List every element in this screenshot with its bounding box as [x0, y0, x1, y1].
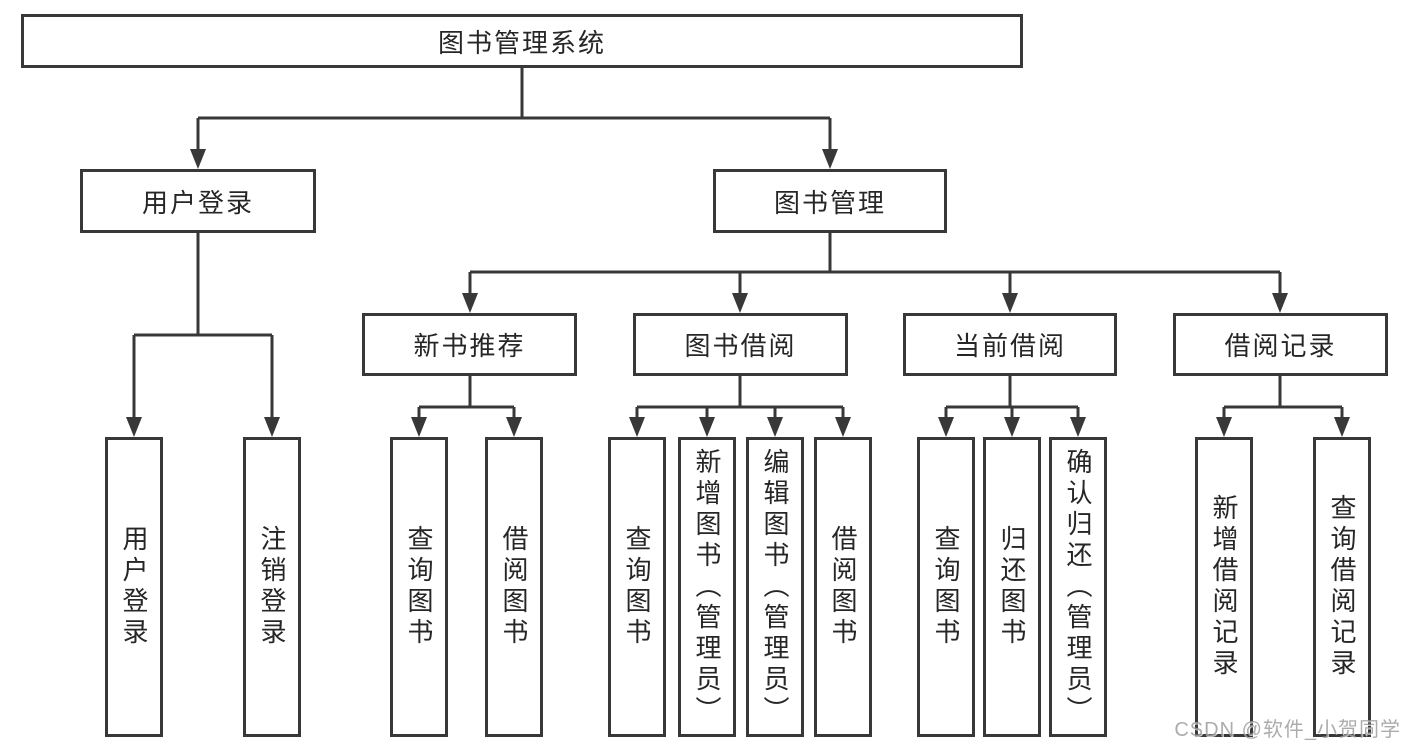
- arrowhead: [126, 417, 142, 437]
- arrowhead: [1004, 417, 1020, 437]
- leaf-borrow-borrow-books: 借阅图书: [814, 437, 872, 737]
- arrowhead: [1002, 293, 1018, 313]
- node-new-book-recommendation: 新书推荐: [362, 313, 577, 376]
- leaf-current-confirm-return-admin: 确认归还（管理员）: [1049, 437, 1107, 737]
- node-user-login: 用户登录: [80, 169, 316, 233]
- connector-path: [132, 68, 1344, 421]
- arrowhead: [506, 417, 522, 437]
- node-current-borrowing: 当前借阅: [903, 313, 1117, 376]
- arrowhead: [1070, 417, 1086, 437]
- leaf-record-query-borrow-record: 查询借阅记录: [1313, 437, 1371, 737]
- leaf-current-return-books: 归还图书: [983, 437, 1041, 737]
- leaf-rec-borrow-books: 借阅图书: [485, 437, 543, 737]
- arrowhead: [411, 417, 427, 437]
- arrowhead: [629, 417, 645, 437]
- leaf-logout: 注销登录: [243, 437, 301, 737]
- leaf-record-add-borrow-record: 新增借阅记录: [1195, 437, 1253, 737]
- leaf-current-query-books: 查询图书: [917, 437, 975, 737]
- node-book-borrowing: 图书借阅: [633, 313, 848, 376]
- arrowhead: [699, 417, 715, 437]
- arrowhead: [190, 149, 206, 169]
- arrowhead: [1334, 417, 1350, 437]
- arrowhead: [264, 417, 280, 437]
- csdn-watermark: CSDN @软件_小贺同学: [1174, 719, 1401, 741]
- arrowhead: [822, 149, 838, 169]
- arrowhead: [1216, 417, 1232, 437]
- node-book-management: 图书管理: [713, 169, 947, 233]
- leaf-user-login: 用户登录: [105, 437, 163, 737]
- leaf-rec-query-books: 查询图书: [390, 437, 448, 737]
- node-borrowing-records: 借阅记录: [1173, 313, 1388, 376]
- arrowhead: [835, 417, 851, 437]
- arrowhead: [462, 293, 478, 313]
- leaf-borrow-add-books-admin: 新增图书（管理员）: [678, 437, 736, 737]
- node-library-management-system: 图书管理系统: [21, 14, 1023, 68]
- arrowhead: [732, 293, 748, 313]
- arrowhead: [1272, 293, 1288, 313]
- leaf-borrow-edit-books-admin: 编辑图书（管理员）: [746, 437, 804, 737]
- arrowhead: [767, 417, 783, 437]
- leaf-borrow-query-books: 查询图书: [608, 437, 666, 737]
- arrowhead: [938, 417, 954, 437]
